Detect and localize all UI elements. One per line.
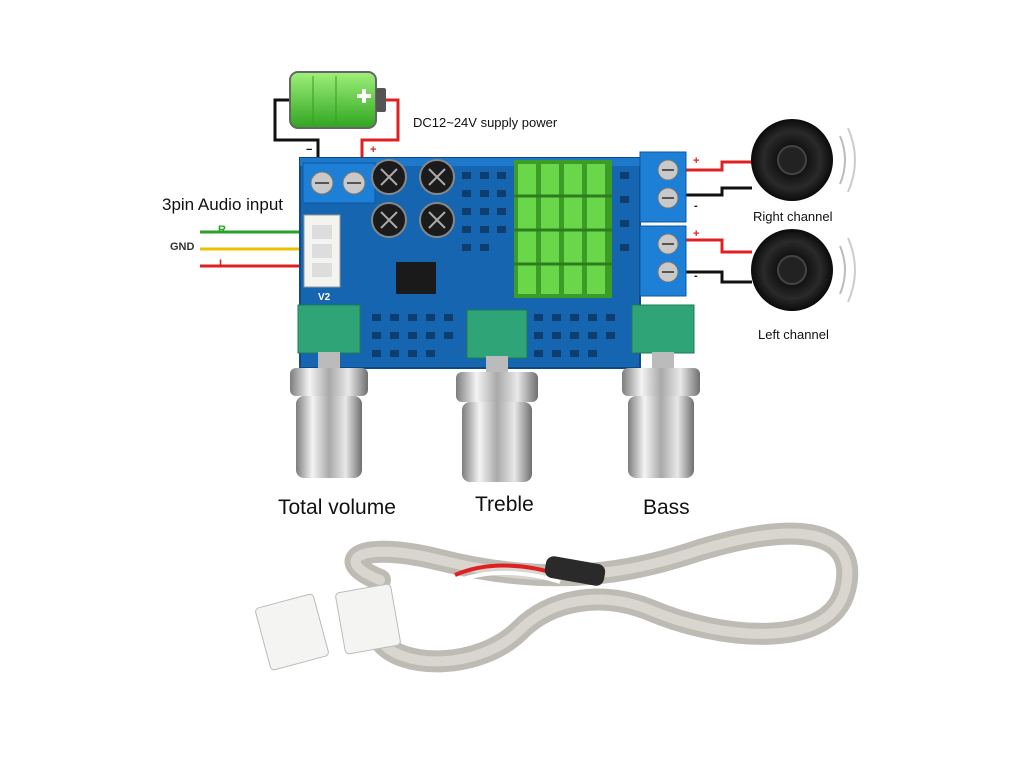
- potentiometer-bass: [622, 304, 700, 478]
- power-plus-label: +: [370, 144, 377, 156]
- heatsink: [514, 160, 612, 298]
- speaker-left-icon: [751, 229, 856, 311]
- speaker-wires: [686, 160, 752, 284]
- input-cable: [255, 522, 859, 673]
- potentiometer-treble: [456, 309, 538, 482]
- right-plus-label: +: [693, 155, 700, 167]
- power-wires: [273, 98, 400, 172]
- pin-r-label: R: [218, 224, 226, 236]
- speaker-terminal-right: [639, 151, 687, 223]
- power-minus-label: −: [306, 144, 313, 156]
- potentiometer-volume: [290, 304, 368, 478]
- right-minus-label: -: [694, 200, 698, 212]
- right-channel-label: Right channel: [753, 209, 833, 224]
- audio-input-wires: [200, 230, 300, 268]
- power-label: DC12~24V supply power: [413, 115, 558, 130]
- amplifier-chip: [396, 262, 436, 294]
- power-terminal: [302, 162, 376, 204]
- left-plus-label: +: [693, 228, 700, 240]
- board-silkscreen: V2: [318, 292, 331, 303]
- speaker-right-icon: [751, 119, 856, 201]
- pin-gnd-label: GND: [170, 241, 195, 253]
- audio-input-header: [303, 214, 341, 288]
- smd-components: [372, 172, 629, 357]
- speaker-terminal-left: [639, 225, 687, 297]
- left-minus-label: -: [694, 270, 698, 282]
- volume-label: Total volume: [278, 496, 396, 519]
- battery-icon: [289, 71, 386, 129]
- left-channel-label: Left channel: [758, 327, 829, 342]
- audio-input-label: 3pin Audio input: [162, 195, 283, 214]
- bass-label: Bass: [643, 496, 690, 519]
- pin-l-label: L: [219, 258, 226, 270]
- capacitors: [371, 159, 455, 238]
- treble-label: Treble: [475, 493, 534, 516]
